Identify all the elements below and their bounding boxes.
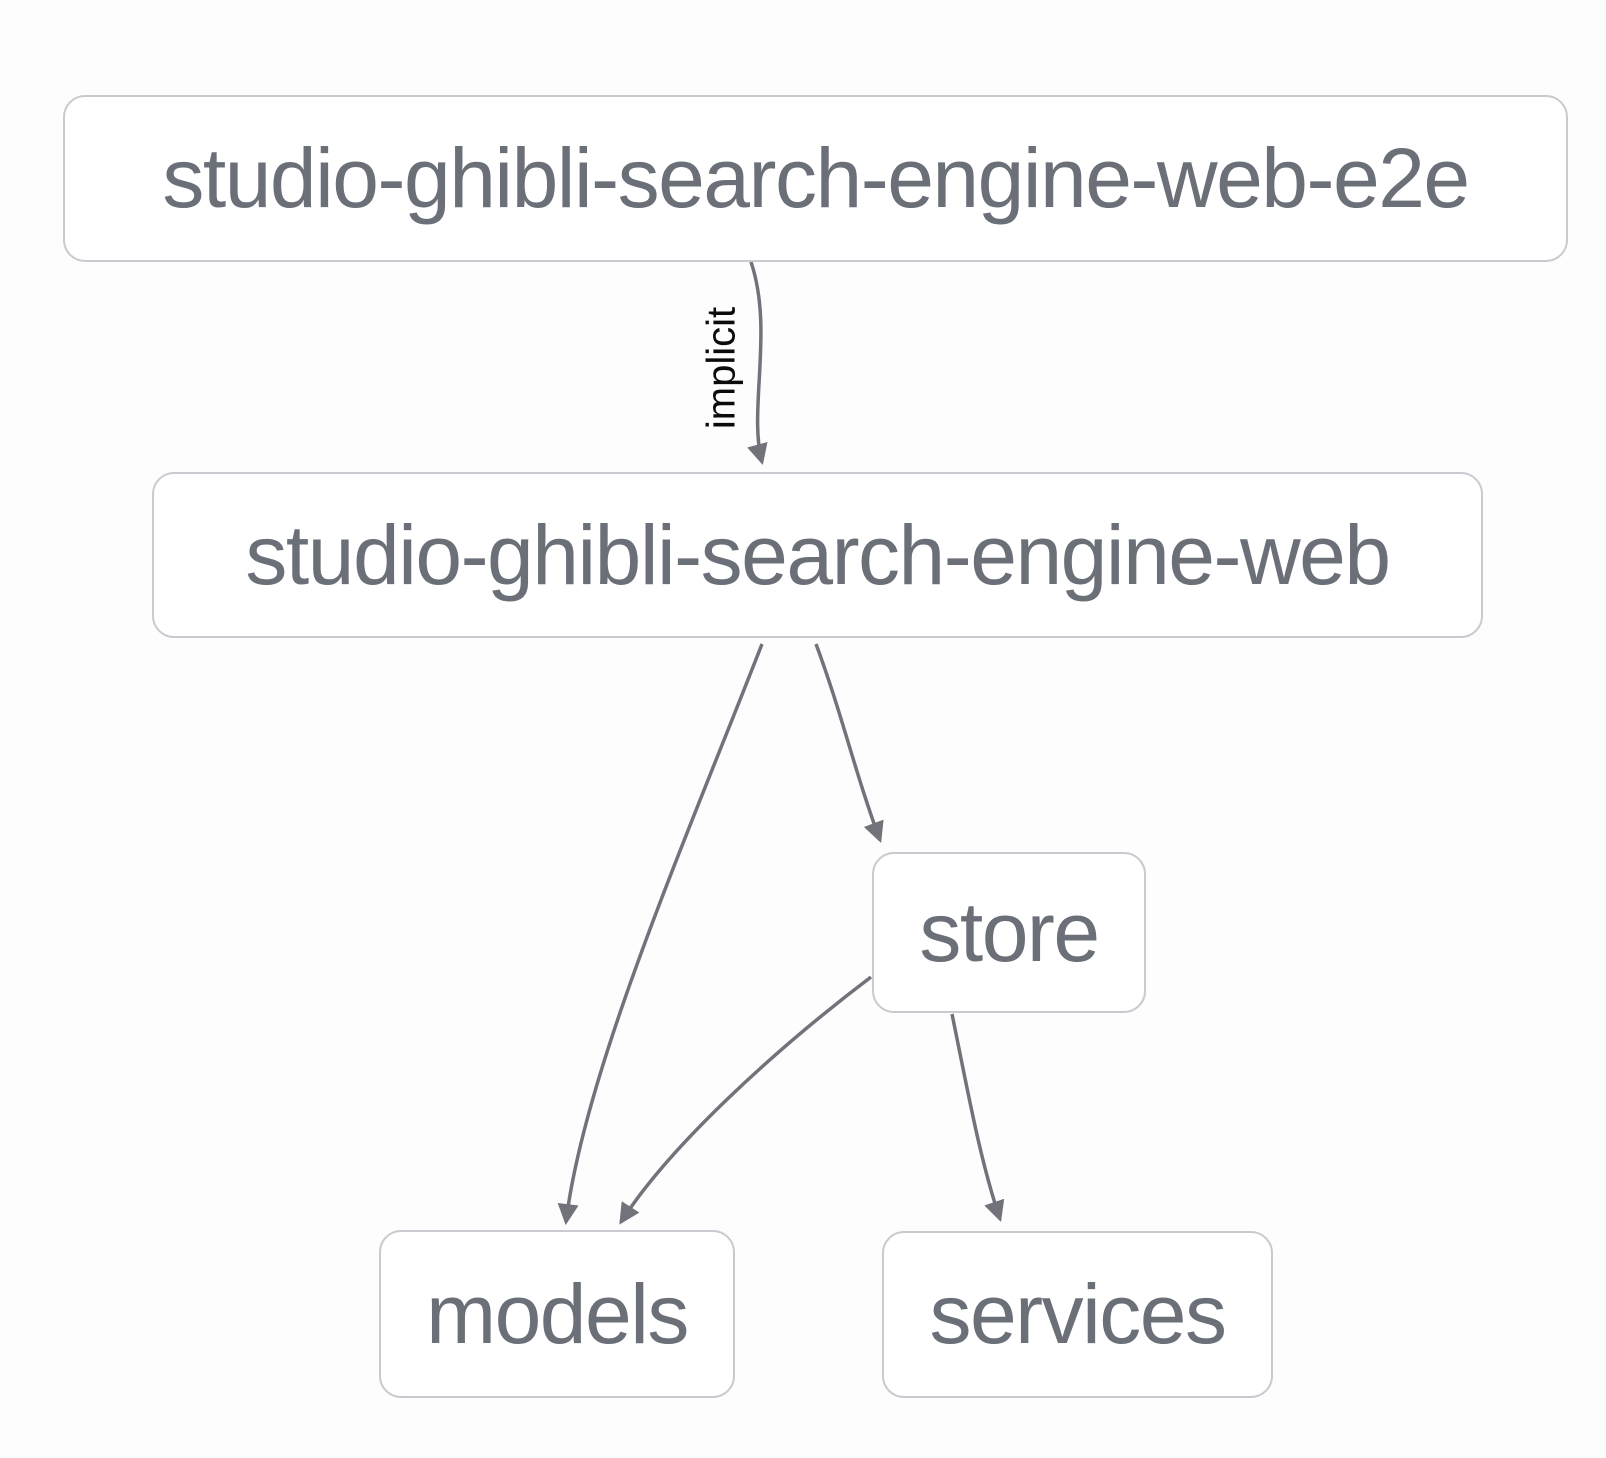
edge-e2e-to-web	[747, 261, 768, 466]
node-store[interactable]: store	[872, 852, 1146, 1013]
node-studio-ghibli-search-engine-web-e2e[interactable]: studio-ghibli-search-engine-web-e2e	[63, 95, 1568, 262]
node-services[interactable]: services	[882, 1231, 1273, 1398]
node-label: studio-ghibli-search-engine-web	[245, 507, 1391, 602]
node-label: models	[426, 1266, 689, 1361]
node-studio-ghibli-search-engine-web[interactable]: studio-ghibli-search-engine-web	[152, 472, 1483, 638]
edge-web-to-store	[814, 643, 884, 843]
node-label: studio-ghibli-search-engine-web-e2e	[162, 131, 1470, 225]
node-models[interactable]: models	[379, 1230, 735, 1398]
node-label: services	[929, 1267, 1227, 1361]
node-label: store	[919, 885, 1100, 979]
edge-label-implicit: implicit	[699, 306, 744, 430]
edge-web-to-models	[557, 643, 764, 1226]
edge-store-to-models	[619, 975, 873, 1225]
edge-store-to-services	[950, 1013, 1005, 1222]
